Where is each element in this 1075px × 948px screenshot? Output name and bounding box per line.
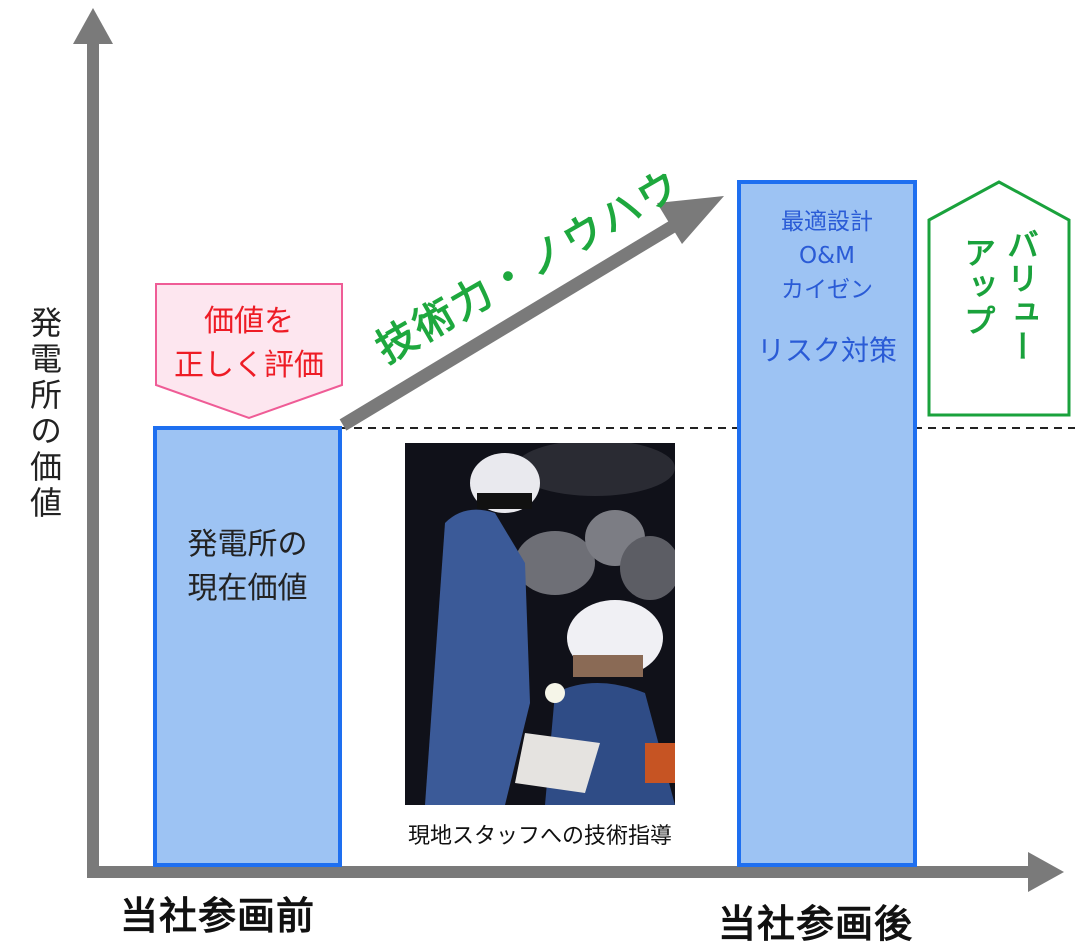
x-axis-arrowhead <box>1028 852 1064 892</box>
evaluate-line1: 価値を <box>204 304 294 339</box>
bar-before <box>153 426 342 867</box>
bar-after <box>737 180 917 867</box>
evaluate-callout-shape <box>155 283 343 420</box>
x-label-before: 当社参画前 <box>120 894 316 938</box>
bar-before-label-line2: 現在価値 <box>187 571 308 606</box>
growth-arrow-shaft <box>339 216 684 431</box>
evaluate-line2: 正しく評価 <box>174 348 324 383</box>
y-axis-label: 発電所の価値 <box>25 306 63 522</box>
bar-before-label: 発電所の 現在価値 <box>153 523 342 611</box>
evaluate-callout-text: 価値を 正しく評価 <box>156 300 342 388</box>
y-axis-arrowhead <box>73 8 113 44</box>
photo-caption: 現地スタッフへの技術指導 <box>407 824 672 849</box>
x-label-after: 当社参画後 <box>718 902 914 946</box>
growth-arrow-head <box>657 196 724 244</box>
bar-after-line1: 最適設計 <box>781 209 873 235</box>
value-up-col-left: アップ <box>959 236 997 338</box>
value-up-shape <box>927 180 1071 417</box>
bar-after-line3: カイゼン <box>781 277 873 303</box>
bar-after-label: 最適設計 O&M カイゼン リスク対策 <box>737 205 917 371</box>
bar-before-label-line1: 発電所の <box>187 527 308 562</box>
technical-guidance-photo <box>405 443 675 805</box>
value-up-col-right: バリュー <box>1002 228 1040 364</box>
bar-after-line2: O&M <box>799 243 855 269</box>
bar-after-line4: リスク対策 <box>756 334 897 367</box>
